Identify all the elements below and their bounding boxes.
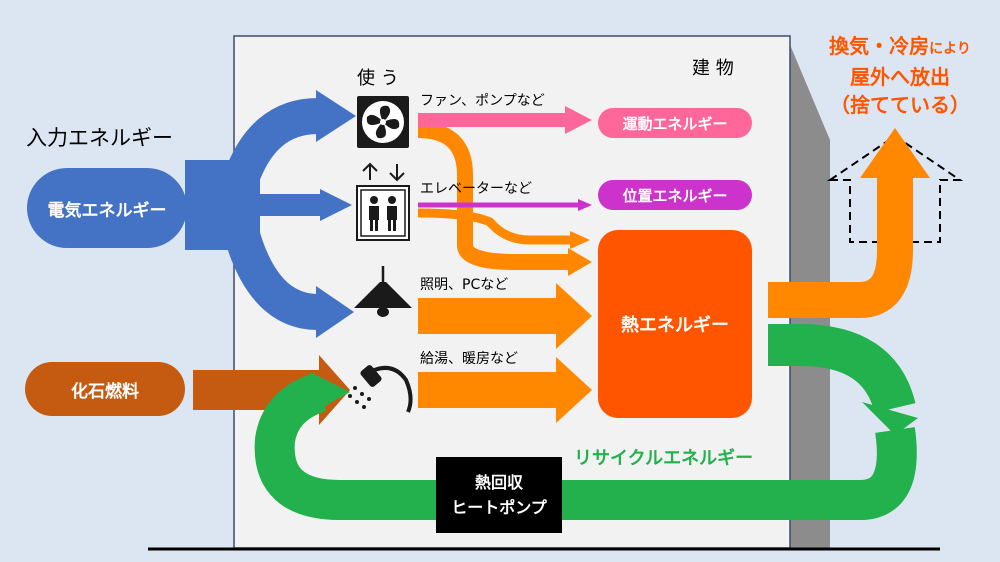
electric-branch-light	[222, 223, 320, 330]
hotwater-use-label: 給湯、暖房など	[420, 351, 518, 367]
elevator-icon	[356, 162, 410, 241]
position-arrow	[418, 199, 592, 211]
motion-arrow-head	[565, 106, 592, 134]
recycle-down-head	[862, 402, 918, 435]
exhaust-dashed-outline	[826, 134, 964, 243]
elevator-to-heat-head	[570, 231, 590, 249]
fan-use-label: ファン、ポンプなど	[420, 93, 545, 109]
electric-distribution-arrows	[185, 90, 356, 338]
fossil-fuel-pill: 化石燃料	[25, 362, 185, 416]
heat-recovery-box: 熱回収 ヒートポンプ	[436, 457, 562, 533]
electric-branch-fan	[222, 98, 319, 189]
exhaust-line2: 屋外へ放出	[850, 65, 950, 89]
electric-branch-light-head	[316, 286, 354, 338]
exhaust-line1-main: 換気・冷房	[829, 34, 930, 58]
exhaust-line3: （捨てている）	[830, 93, 970, 117]
fan-to-heat-flow	[417, 122, 572, 270]
motion-energy-pill: 運動エネルギー	[598, 108, 752, 138]
recycle-return-head	[310, 372, 350, 412]
position-energy-pill: 位置エネルギー	[598, 180, 752, 210]
input-energy-label: 入力エネルギー	[26, 126, 173, 150]
electric-branch-fan-head	[316, 90, 356, 142]
exhaust-arrow	[768, 128, 930, 318]
use-label: 使 う	[357, 68, 399, 89]
heat-recovery-line1: 熱回収	[474, 473, 523, 492]
hotwater-heat-arrow-body	[418, 372, 558, 408]
motion-arrow	[418, 106, 592, 134]
exhaust-line1: 換気・冷房により	[806, 32, 994, 63]
heat-flows	[417, 122, 592, 423]
recycle-energy-label: リサイクルエネルギー	[574, 448, 754, 469]
recycle-top-curve	[768, 324, 916, 414]
lamp-icon	[354, 266, 412, 317]
position-arrow-head	[578, 199, 592, 211]
recycle-loop	[254, 324, 918, 520]
fan-to-heat-head	[568, 248, 592, 276]
electric-branch-elevator-head	[320, 189, 352, 221]
lighting-heat-arrow-body	[418, 298, 558, 334]
recycle-bottom-loop	[254, 372, 917, 520]
exhaust-text: 換気・冷房により 屋外へ放出 （捨てている）	[806, 32, 994, 119]
lighting-heat-arrow-head	[556, 283, 592, 349]
heat-recovery-line2: ヒートポンプ	[451, 498, 547, 517]
lighting-use-label: 照明、PCなど	[420, 277, 509, 293]
elevator-use-label: エレベーターなど	[420, 181, 532, 197]
electric-energy-pill: 電気エネルギー	[27, 168, 187, 248]
fan-icon	[357, 96, 409, 148]
exhaust-arrow-head	[860, 128, 930, 178]
exhaust-line1-small: により	[929, 41, 971, 57]
exhaust-arrow-body	[768, 175, 913, 318]
building-label: 建 物	[692, 58, 734, 79]
heat-energy-box: 熱エネルギー	[598, 230, 752, 418]
elevator-to-heat-flow	[417, 208, 572, 245]
shower-icon	[348, 365, 413, 413]
hotwater-heat-arrow-head	[556, 357, 592, 423]
